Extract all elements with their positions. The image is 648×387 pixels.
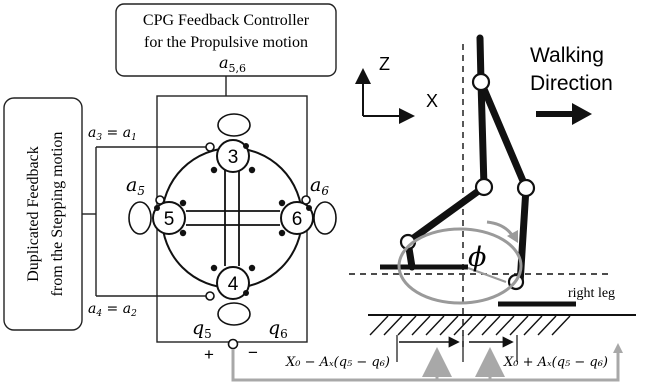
svg-text:3: 3 [228, 147, 239, 168]
output-q6: q6 [268, 317, 288, 341]
label-a3-eq-a1: a3 = a1 [88, 125, 137, 143]
oscillator-6: 6 [280, 201, 314, 235]
self-loop-6 [313, 201, 337, 235]
stepping-feedback-box: Duplicated Feedback from the Stepping mo… [3, 97, 83, 331]
phase-radius-line [467, 267, 507, 283]
axis-z-label: Z [379, 54, 390, 74]
foot-trajectory-ellipse [397, 227, 523, 305]
oscillator-5: 5 [152, 201, 186, 235]
formula-left: X₀ − Aₓ(q₅ − q₆) [285, 355, 390, 370]
stepping-title-line1: Duplicated Feedback [25, 146, 42, 282]
robot-leg [404, 34, 530, 288]
sign-plus: + [204, 345, 214, 364]
axis-x-label: X [426, 91, 438, 111]
self-loop-4 [217, 302, 251, 326]
oscillator-4: 4 [216, 266, 250, 300]
self-loop-5 [128, 201, 152, 235]
coordinate-axes: Z X [355, 54, 438, 124]
stepping-title-line2: from the Stepping motion [49, 132, 66, 297]
formula-right: X₀ + Aₓ(q₅ − q₆) [503, 355, 608, 370]
ground [368, 314, 636, 336]
controller-title-line2: for the Propulsive motion [144, 34, 308, 51]
dimension-arrows [396, 335, 518, 362]
output-q5: q5 [192, 317, 212, 341]
svg-text:4: 4 [228, 274, 239, 295]
controller-param: a5,6 [219, 53, 246, 75]
oscillator-3: 3 [216, 139, 250, 173]
output-signal-line [231, 349, 620, 382]
feedback-ports [155, 142, 311, 301]
controller-box: CPG Feedback Controller for the Propulsi… [115, 3, 337, 77]
walking-direction-line1: Walking [530, 44, 604, 67]
synapse-dots [154, 143, 312, 296]
walking-direction-arrow [536, 103, 592, 125]
walking-direction-line2: Direction [530, 72, 613, 95]
right-leg-label: right leg [568, 286, 615, 301]
summation-node [227, 338, 239, 350]
label-a5: a5 [126, 174, 145, 198]
svg-text:5: 5 [164, 209, 175, 230]
sign-minus: − [248, 343, 258, 362]
label-a4-eq-a2: a4 = a2 [88, 301, 137, 319]
phase-phi: ϕ [468, 242, 486, 273]
label-a6: a6 [310, 174, 329, 198]
phase-arrowhead [507, 230, 518, 243]
svg-text:6: 6 [292, 209, 303, 230]
controller-title-line1: CPG Feedback Controller [143, 12, 310, 29]
output-arrow-end [613, 343, 623, 353]
self-loop-3 [217, 113, 251, 137]
